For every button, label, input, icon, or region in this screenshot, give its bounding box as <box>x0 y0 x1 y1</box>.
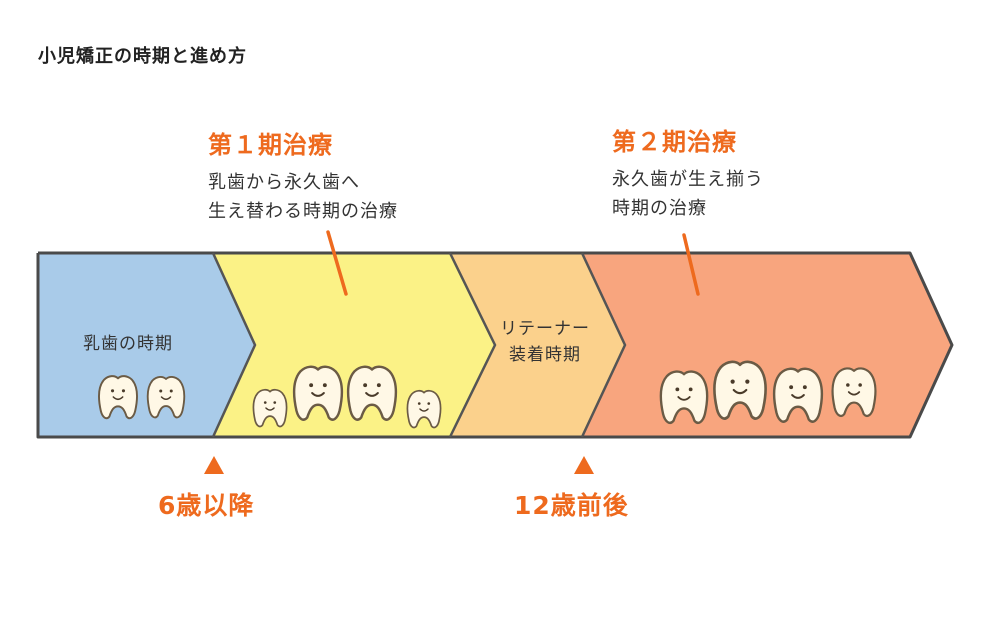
age-marker-triangle-icon <box>574 456 594 474</box>
age-label-12: 12歳前後 <box>514 486 629 522</box>
age-marker-triangle-icon <box>204 456 224 474</box>
segment-phase2 <box>582 253 952 437</box>
age-label-6: 6歳以降 <box>158 486 254 522</box>
segment-label-retainer: リテーナー 装着時期 <box>470 316 620 368</box>
segment-label-baby-teeth: 乳歯の時期 <box>58 331 198 357</box>
segment-label-retainer-line1: リテーナー <box>470 316 620 342</box>
segment-label-retainer-line2: 装着時期 <box>470 342 620 368</box>
